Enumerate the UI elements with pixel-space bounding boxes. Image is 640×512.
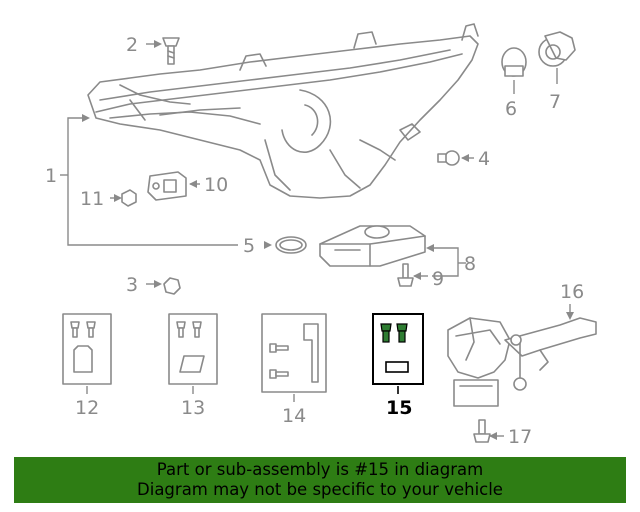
parts-diagram: 1 2 6 7 4 10 11 — [45, 23, 597, 448]
callout-16: 16 — [560, 281, 584, 303]
bracket-part-10 — [147, 171, 187, 201]
callout-5: 5 — [243, 235, 255, 257]
kit-part-15-highlighted — [372, 313, 424, 385]
callout-1-bracket — [67, 117, 238, 246]
bolt-part-9 — [397, 263, 414, 287]
socket-part-7 — [538, 31, 576, 67]
bulb-part-6 — [501, 47, 527, 77]
callout-4: 4 — [478, 148, 490, 170]
clip-part-11 — [121, 189, 137, 207]
callout-11: 11 — [80, 188, 104, 210]
kit-part-12 — [62, 313, 112, 385]
module-part-8 — [319, 225, 426, 267]
callout-7: 7 — [549, 91, 561, 113]
callout-3: 3 — [126, 274, 138, 296]
callout-9: 9 — [432, 268, 444, 290]
kit-part-13 — [168, 313, 218, 385]
callout-1: 1 — [45, 165, 57, 187]
callout-8: 8 — [464, 253, 476, 275]
banner-line-2: Diagram may not be specific to your vehi… — [137, 480, 503, 499]
callout-17: 17 — [508, 426, 532, 448]
callout-15: 15 — [386, 397, 412, 419]
bolt-part-17 — [473, 419, 491, 443]
headlamp-assembly — [87, 23, 479, 199]
kit-part-14 — [261, 313, 327, 393]
banner-line-1: Part or sub-assembly is #15 in diagram — [156, 460, 484, 479]
callout-2: 2 — [126, 34, 138, 56]
screw-part-2 — [162, 37, 180, 65]
callout-14: 14 — [282, 405, 306, 427]
callout-12: 12 — [75, 397, 99, 419]
callout-10: 10 — [204, 174, 228, 196]
screw-part-4 — [437, 150, 460, 166]
callout-13: 13 — [181, 397, 205, 419]
callout-1-arrow — [82, 114, 90, 122]
gasket-part-5 — [275, 236, 307, 254]
clip-part-3 — [163, 277, 181, 295]
callout-5-arrow — [264, 241, 272, 249]
info-banner: Part or sub-assembly is #15 in diagram D… — [14, 457, 626, 503]
actuator-part-16 — [447, 317, 597, 407]
callout-6: 6 — [505, 98, 517, 120]
